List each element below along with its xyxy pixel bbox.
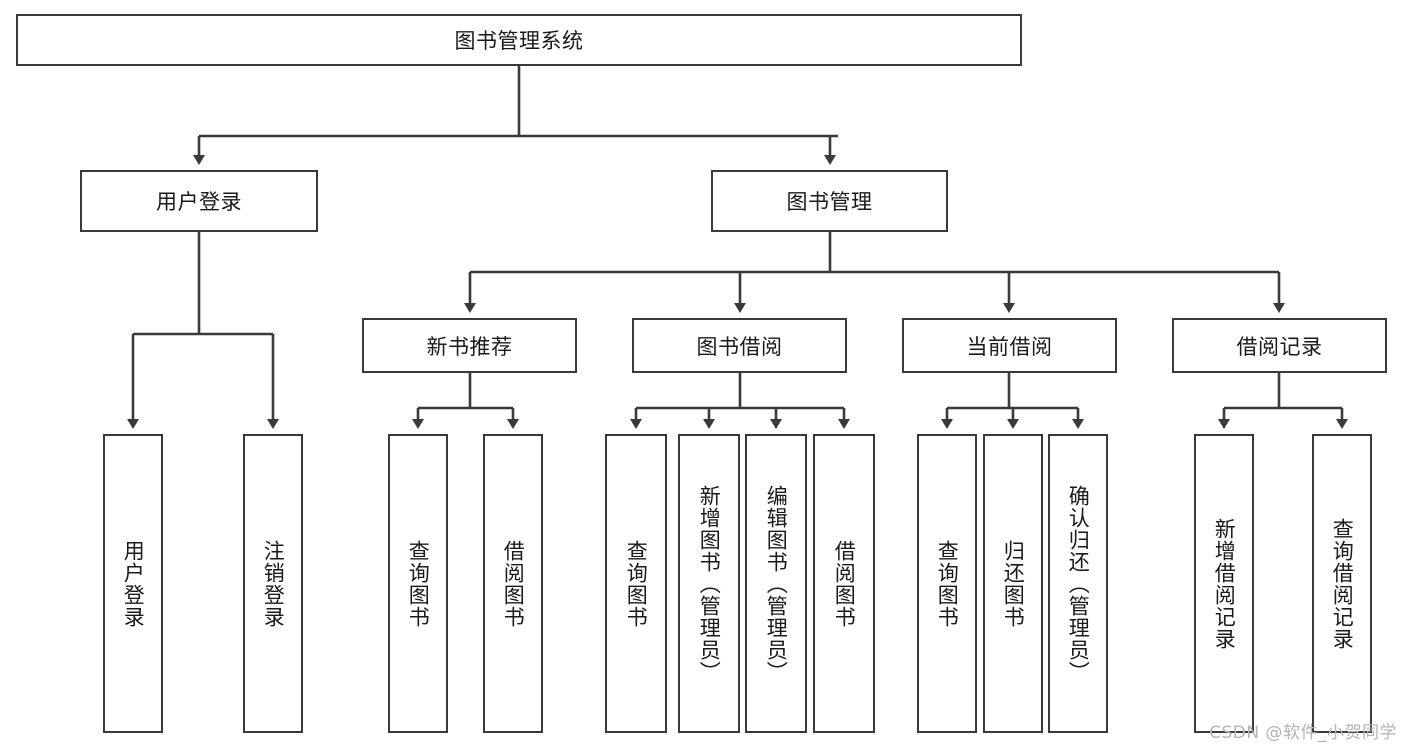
watermark: CSDN @软件_小贺同学 <box>1209 723 1397 743</box>
node-book-borrow[interactable]: 图书借阅 <box>632 318 847 373</box>
leaf-query-book-borrow[interactable]: 查询图书 <box>605 434 667 733</box>
node-user-login-label: 用户登录 <box>156 190 242 214</box>
node-current-borrow-label: 当前借阅 <box>966 334 1053 359</box>
leaf-return-book[interactable]: 归还图书 <box>983 434 1043 733</box>
leaf-add-borrow-record[interactable]: 新增借阅记录 <box>1194 434 1254 733</box>
node-borrow-records[interactable]: 借阅记录 <box>1172 318 1387 373</box>
leaf-label: 查询借阅记录 <box>1330 517 1355 650</box>
leaf-add-book-admin[interactable]: 新增图书（管理员） <box>678 434 740 733</box>
leaf-label: 新增图书（管理员） <box>697 484 722 683</box>
leaf-label: 借阅图书 <box>832 539 857 628</box>
leaf-borrow-book[interactable]: 借阅图书 <box>813 434 875 733</box>
node-root-label: 图书管理系统 <box>454 29 584 53</box>
node-book-management[interactable]: 图书管理 <box>711 170 948 232</box>
leaf-query-book-current[interactable]: 查询图书 <box>917 434 977 733</box>
node-borrow-records-label: 借阅记录 <box>1236 334 1323 359</box>
leaf-borrow-book-new[interactable]: 借阅图书 <box>483 434 543 733</box>
leaf-label: 用户登录 <box>121 539 146 628</box>
node-new-book-recommend-label: 新书推荐 <box>426 334 513 359</box>
node-current-borrow[interactable]: 当前借阅 <box>902 318 1117 373</box>
leaf-query-borrow-record[interactable]: 查询借阅记录 <box>1312 434 1372 733</box>
leaf-label: 确认归还（管理员） <box>1066 484 1091 683</box>
leaf-label: 查询图书 <box>935 539 960 628</box>
node-book-borrow-label: 图书借阅 <box>696 334 783 359</box>
leaf-label: 新增借阅记录 <box>1212 517 1237 650</box>
leaf-label: 注销登录 <box>261 539 286 628</box>
leaf-user-login[interactable]: 用户登录 <box>103 434 163 733</box>
leaf-query-book-new[interactable]: 查询图书 <box>388 434 448 733</box>
leaf-label: 借阅图书 <box>501 539 526 628</box>
leaf-label: 归还图书 <box>1001 539 1026 628</box>
leaf-label: 查询图书 <box>624 539 649 628</box>
leaf-label: 编辑图书（管理员） <box>764 484 789 683</box>
node-root[interactable]: 图书管理系统 <box>16 14 1022 66</box>
node-user-login[interactable]: 用户登录 <box>80 170 318 232</box>
leaf-edit-book-admin[interactable]: 编辑图书（管理员） <box>745 434 807 733</box>
leaf-confirm-return-admin[interactable]: 确认归还（管理员） <box>1048 434 1108 733</box>
node-book-management-label: 图书管理 <box>786 190 873 214</box>
leaf-label: 查询图书 <box>406 539 431 628</box>
leaf-logout[interactable]: 注销登录 <box>243 434 303 733</box>
node-new-book-recommend[interactable]: 新书推荐 <box>362 318 577 373</box>
